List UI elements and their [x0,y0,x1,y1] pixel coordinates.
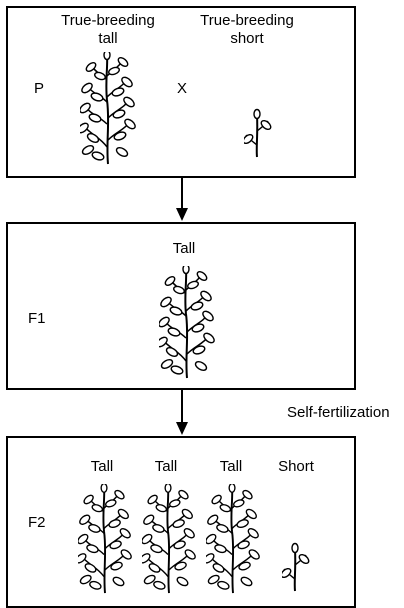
f1-phenotype-label: Tall [172,240,196,257]
true-breeding-short-label-line2: short [230,30,264,47]
p-generation-label: P [34,80,45,97]
self-fertilization-label: Self-fertilization [287,404,390,421]
f2-short-plant-icon [282,542,310,592]
true-breeding-tall-label-line1: True-breeding [61,12,155,29]
cross-symbol: X [177,80,188,97]
f2-phenotype-label: Tall [219,458,243,475]
tall-plant-icon [80,52,136,165]
true-breeding-short-label-line1: True-breeding [200,12,294,29]
f2-generation-label: F2 [28,514,46,531]
arrow-f1-to-f2-icon [176,390,188,435]
f2-phenotype-label: Tall [90,458,114,475]
f2-tall-plant-icon [206,484,260,594]
f2-phenotype-label: Short [278,458,314,475]
f2-tall-plant-icon [142,484,196,594]
f1-generation-box [6,222,356,390]
f2-phenotype-label: Tall [154,458,178,475]
parental-generation-box [6,6,356,178]
f1-tall-plant-icon [159,266,215,379]
f1-generation-label: F1 [28,310,46,327]
f2-tall-plant-icon [78,484,132,594]
true-breeding-tall-label-line2: tall [98,30,118,47]
short-plant-icon [244,108,272,158]
arrow-p-to-f1-icon [176,178,188,221]
